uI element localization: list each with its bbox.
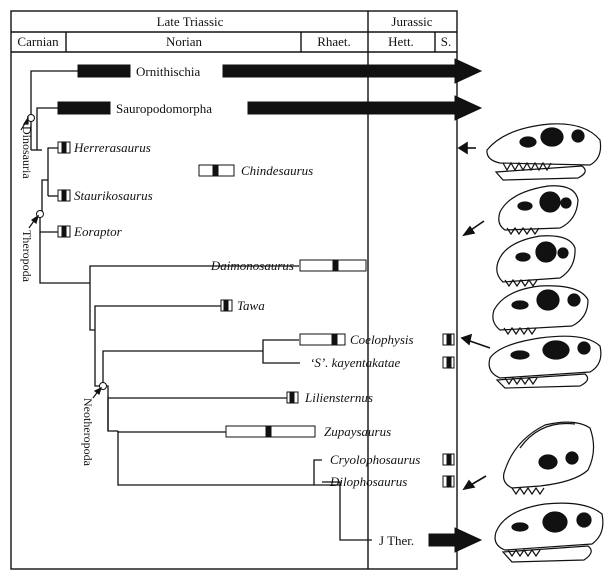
label-coelophysis: Coelophysis [350,332,414,347]
skull-coelophysoid-a-icon [496,235,576,288]
label-s-kayentakatae: ‘S’. kayentakatae [310,355,400,370]
label-tawa: Tawa [237,298,265,313]
ornithischia-range-arrow [222,58,483,84]
label-staurikosaurus: Staurikosaurus [74,188,153,203]
skull-coelophysis-icon [488,335,602,389]
label-sauropodomorpha: Sauropodomorpha [116,101,212,116]
skull-pointer-arrows [457,141,491,491]
stage-sinemurian: S. [441,34,451,49]
stage-hettangian: Hett. [388,34,414,49]
time-scale-frame [10,10,458,570]
tree-branches [29,70,372,541]
coelophysis-range [299,333,346,346]
label-chindesaurus: Chindesaurus [241,163,313,178]
label-daimonosaurus: Daimonosaurus [210,258,294,273]
label-eoraptor: Eoraptor [73,224,123,239]
label-cryolophosaurus: Cryolophosaurus [330,452,420,467]
period-late-triassic: Late Triassic [157,14,224,29]
ornithischia-range-bar [77,64,131,78]
skull-jurassic-theropod-icon [494,502,604,563]
skull-herrerasaurus-icon [486,123,602,181]
node-arrows [20,116,103,399]
label-theropoda: Theropoda [20,230,34,283]
jther-range-arrow [428,527,483,553]
label-neotheropoda: Neotheropoda [81,398,95,467]
period-jurassic: Jurassic [391,14,432,29]
label-zupaysaurus: Zupaysaurus [324,424,391,439]
stage-carnian: Carnian [17,34,59,49]
skull-eoraptor-icon [498,185,579,236]
taxon-range-boxes [57,141,455,488]
sauropodomorpha-range-arrow [247,95,483,121]
stage-norian: Norian [166,34,203,49]
label-j-ther: J Ther. [379,533,414,548]
sauropodomorpha-range-bar [57,101,111,115]
stage-rhaetian: Rhaet. [317,34,351,49]
label-liliensternus: Liliensternus [304,390,373,405]
label-dilophosaurus: Dilophosaurus [329,474,407,489]
label-herrerasaurus: Herrerasaurus [73,140,151,155]
label-dinosauria: Dinosauria [20,126,34,179]
skull-coelophysoid-b-icon [492,285,589,336]
range-bars [57,58,483,553]
skull-dilophosaurus-icon [502,421,595,496]
label-ornithischia: Ornithischia [136,64,200,79]
